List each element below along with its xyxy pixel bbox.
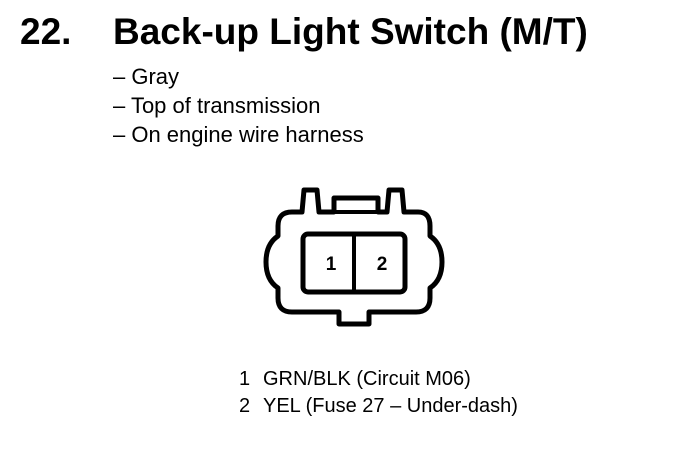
component-number: 22. xyxy=(20,11,72,52)
pinout-row: 2 YEL (Fuse 27 – Under-dash) xyxy=(239,393,518,420)
pinout-description: GRN/BLK (Circuit M06) xyxy=(263,368,471,390)
detail-color: – Gray xyxy=(113,64,180,89)
terminal-2-label: 2 xyxy=(377,254,388,275)
pinout-list: 1 GRN/BLK (Circuit M06) 2 YEL (Fuse 27 – U… xyxy=(239,366,518,420)
pinout-pin: 2 xyxy=(239,395,251,417)
pinout-pin: 1 xyxy=(239,368,251,390)
component-heading: 22. Back-up Light Switch (M/T) xyxy=(20,10,588,54)
pinout-description: YEL (Fuse 27 – Under-dash) xyxy=(263,395,518,417)
connector-diagram: 1 2 xyxy=(263,187,445,327)
terminal-1-label: 1 xyxy=(326,254,337,275)
component-title: Back-up Light Switch (M/T) xyxy=(113,11,588,52)
detail-location: – Top of transmission xyxy=(113,93,321,118)
detail-harness: – On engine wire harness xyxy=(113,122,364,147)
connector-housing-outline xyxy=(263,187,445,327)
component-details: – Gray – Top of transmission – On engine… xyxy=(113,62,364,149)
pinout-row: 1 GRN/BLK (Circuit M06) xyxy=(239,366,518,393)
